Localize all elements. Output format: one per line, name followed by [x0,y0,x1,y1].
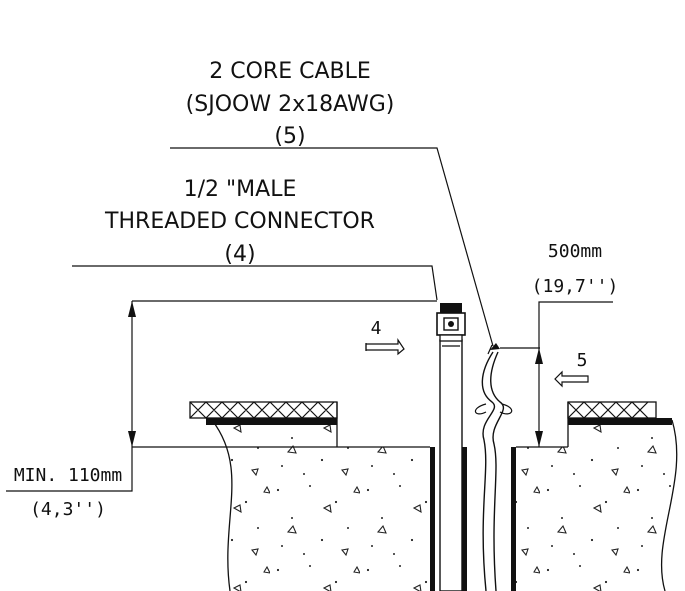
min-depth-value: MIN. 110mm [14,465,122,486]
dimension-min-depth [6,300,437,492]
cable-label-line1: 2 CORE CABLE [209,59,371,84]
arrow-4-label: 4 [371,318,382,339]
threaded-connector [436,303,466,342]
connector-label-line1: 1/2 "MALE [184,177,297,202]
cable-length-imperial: (19,7'') [532,276,619,297]
cable-length-value: 500mm [548,241,602,262]
surface-hatch-left [189,401,338,425]
concrete-ground [132,402,678,591]
dimension-cable-length [500,301,613,447]
arrow-5 [554,370,589,388]
connector-label-ref: (4) [224,242,255,267]
arrow-5-label: 5 [577,350,588,371]
sensor-probe [439,339,467,591]
arrow-4 [365,338,405,356]
cable-label-line2: (SJOOW 2x18AWG) [186,92,395,117]
min-depth-imperial: (4,3'') [30,499,106,520]
connector-label-line2: THREADED CONNECTOR [104,209,375,234]
cable [474,343,513,591]
surface-hatch-right [567,401,672,425]
cable-label-ref: (5) [274,124,305,149]
leader-lines [72,147,494,347]
